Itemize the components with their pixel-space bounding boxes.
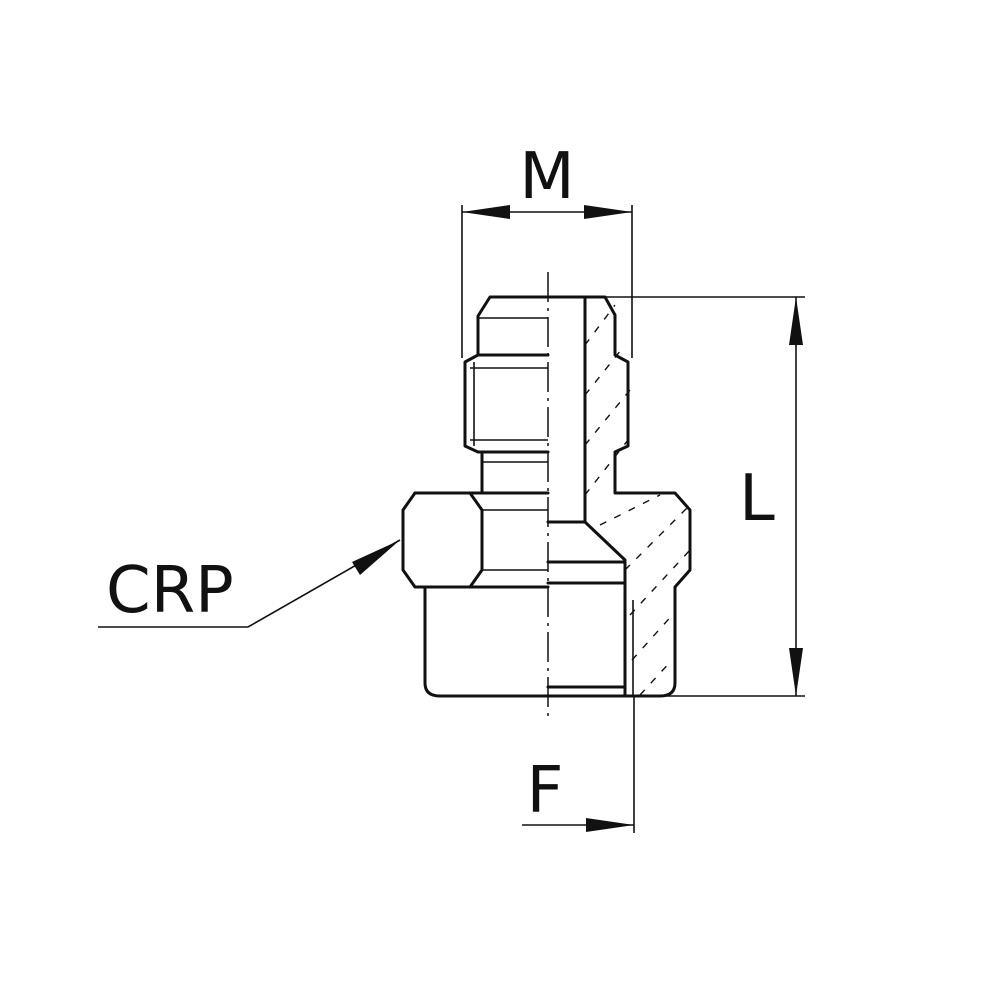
section-hatching	[584, 304, 691, 696]
dimension-f: F	[522, 696, 635, 833]
dimension-m: M	[461, 140, 633, 358]
dimension-l-label: L	[739, 462, 775, 536]
female-body	[423, 585, 550, 698]
dimension-l: L	[605, 296, 805, 697]
crp-leader: CRP	[98, 539, 401, 628]
male-thread-end	[463, 295, 550, 495]
dimension-f-label: F	[527, 754, 564, 828]
dimension-m-label: M	[519, 140, 574, 214]
crp-label: CRP	[106, 554, 234, 628]
hex-nut	[401, 491, 550, 589]
section-outline	[546, 295, 692, 698]
